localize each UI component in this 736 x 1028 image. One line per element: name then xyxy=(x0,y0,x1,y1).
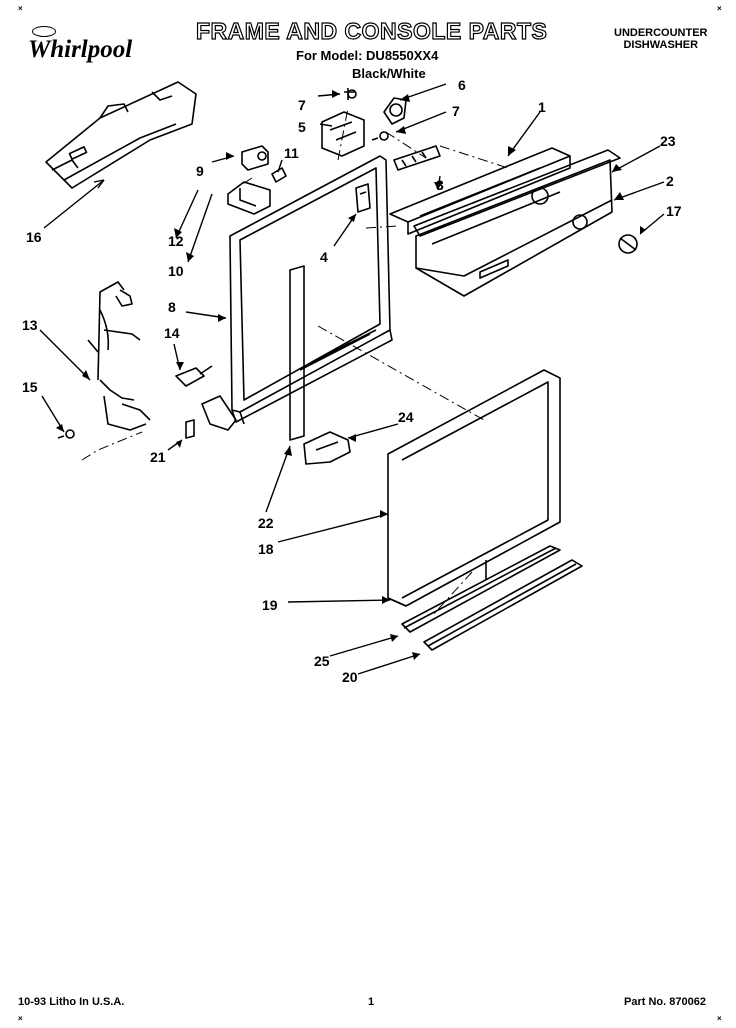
callout-6: 6 xyxy=(458,77,466,93)
callout-3: 3 xyxy=(436,177,444,193)
callout-24: 24 xyxy=(398,409,414,425)
part-4-clip xyxy=(355,183,371,213)
page-title: FRAME AND CONSOLE PARTS xyxy=(195,17,548,44)
part-13-wiring-harness xyxy=(87,281,151,431)
brand-logo: Whirlpool xyxy=(28,36,133,63)
part-23-console-bracket xyxy=(413,149,621,237)
callout-20: 20 xyxy=(342,669,358,685)
callout-25: 25 xyxy=(314,653,330,669)
part-14-switch xyxy=(175,365,213,387)
part-7-screw-lower xyxy=(371,131,389,141)
part-3-bracket xyxy=(393,145,441,171)
callout-23: 23 xyxy=(660,133,676,149)
callout-8: 8 xyxy=(168,299,176,315)
callout-5: 5 xyxy=(298,119,306,135)
part-15-screw xyxy=(57,429,75,439)
part-8-door-frame xyxy=(229,155,393,425)
callout-9: 9 xyxy=(196,163,204,179)
callout-22: 22 xyxy=(258,515,274,531)
part-2-console-panel xyxy=(415,159,613,297)
part-number: Part No. 870062 xyxy=(624,996,706,1008)
product-line-1: UNDERCOUNTER xyxy=(614,27,708,39)
part-6-handle xyxy=(383,97,407,125)
callout-21: 21 xyxy=(150,449,166,465)
callout-15: 15 xyxy=(22,379,38,395)
callout-12: 12 xyxy=(168,233,184,249)
model-line: For Model: DU8550XX4 xyxy=(296,48,439,63)
product-type: UNDERCOUNTER DISHWASHER xyxy=(614,27,708,51)
logo-badge-icon xyxy=(32,26,56,37)
page-number: 1 xyxy=(368,996,375,1008)
part-18-door-panel xyxy=(387,369,561,607)
corner-mark-icon: × xyxy=(18,1014,23,1023)
callout-7: 7 xyxy=(298,97,306,113)
part-21-clip xyxy=(185,419,195,439)
product-line-2: DISHWASHER xyxy=(623,39,699,51)
callout-2: 2 xyxy=(666,173,674,189)
color-line: Black/White xyxy=(352,66,426,81)
corner-mark-icon: × xyxy=(18,4,23,13)
part-19-panel-edge xyxy=(387,560,487,607)
part-17-knob xyxy=(618,234,638,254)
callout-11: 11 xyxy=(284,145,299,161)
callout-1: 1 xyxy=(538,99,546,115)
callout-17: 17 xyxy=(666,203,682,219)
part-16-console-cover xyxy=(45,81,197,189)
part-20-bottom-trim xyxy=(423,559,583,651)
callout-14: 14 xyxy=(164,325,180,341)
callout-16: 16 xyxy=(26,229,42,245)
corner-mark-icon: × xyxy=(717,1014,722,1023)
part-7-screw-upper xyxy=(344,88,357,100)
part-25-trim-strip xyxy=(401,545,561,633)
litho-note: 10-93 Litho In U.S.A. xyxy=(18,996,125,1008)
callout-19: 19 xyxy=(262,597,278,613)
callout-10: 10 xyxy=(168,263,184,279)
callout-13: 13 xyxy=(22,317,38,333)
hinge-bracket xyxy=(201,395,237,431)
part-1-control-panel xyxy=(389,147,571,235)
part-24-hinge-clip xyxy=(303,431,351,465)
part-10-latch-bracket xyxy=(227,181,271,215)
callout-18: 18 xyxy=(258,541,274,557)
part-22-side-trim xyxy=(289,265,305,441)
callout-4: 4 xyxy=(320,249,328,265)
part-5-switch-assembly xyxy=(321,111,365,157)
part-9-latch xyxy=(241,145,269,171)
corner-mark-icon: × xyxy=(717,4,722,13)
callout-7: 7 xyxy=(452,103,460,119)
